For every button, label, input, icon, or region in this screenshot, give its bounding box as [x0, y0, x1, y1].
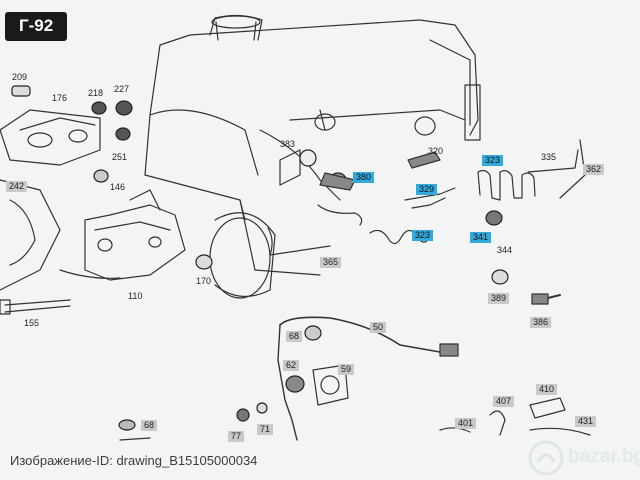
part-label-341: 341: [470, 232, 492, 243]
left-bracket-assembly: [0, 109, 186, 315]
part-label-410: 410: [536, 384, 558, 395]
part-label-323-top: 323: [482, 155, 504, 166]
part-label-251: 251: [112, 152, 128, 162]
part-label-71: 71: [257, 424, 274, 435]
part-label-146: 146: [110, 182, 126, 192]
cable-harness: [277, 316, 459, 441]
part-label-68-bottom: 68: [141, 420, 158, 431]
image-id-caption: Изображение-ID: drawing_B15105000034: [10, 453, 258, 468]
part-label-386: 386: [530, 317, 552, 328]
part-label-59: 59: [338, 364, 355, 375]
part-label-170: 170: [196, 276, 212, 286]
part-label-68-top: 68: [286, 331, 303, 342]
part-label-176: 176: [52, 93, 68, 103]
sensors-and-pipes: [267, 139, 586, 305]
part-label-329: 329: [416, 184, 438, 195]
part-label-77: 77: [228, 431, 245, 442]
watermark-text: bazar.bg: [568, 446, 640, 467]
part-label-362: 362: [583, 164, 605, 175]
part-label-110: 110: [128, 291, 143, 301]
part-label-407: 407: [493, 396, 515, 407]
part-label-218: 218: [88, 88, 104, 98]
listing-code-badge: Г-92: [5, 12, 68, 41]
part-label-50: 50: [370, 322, 387, 333]
bazar-logo-icon: [528, 440, 564, 476]
part-label-209: 209: [12, 72, 28, 82]
part-label-227: 227: [114, 84, 130, 94]
part-label-401: 401: [455, 418, 477, 429]
part-label-242: 242: [6, 181, 28, 192]
bazar-watermark-logo: bazar.bg: [528, 440, 640, 478]
part-label-389: 389: [488, 293, 510, 304]
timing-cover: [209, 212, 276, 299]
bracket-parts: [119, 397, 591, 441]
part-label-365: 365: [320, 257, 342, 268]
part-label-383: 383: [280, 139, 296, 149]
part-label-62: 62: [283, 360, 300, 371]
part-label-431: 431: [575, 416, 597, 427]
part-label-335: 335: [541, 152, 557, 162]
part-label-320: 320: [428, 146, 444, 156]
part-label-155: 155: [24, 318, 40, 328]
part-label-323-mid: 323: [412, 230, 434, 241]
part-label-344: 344: [497, 245, 513, 255]
part-label-380: 380: [353, 172, 375, 183]
